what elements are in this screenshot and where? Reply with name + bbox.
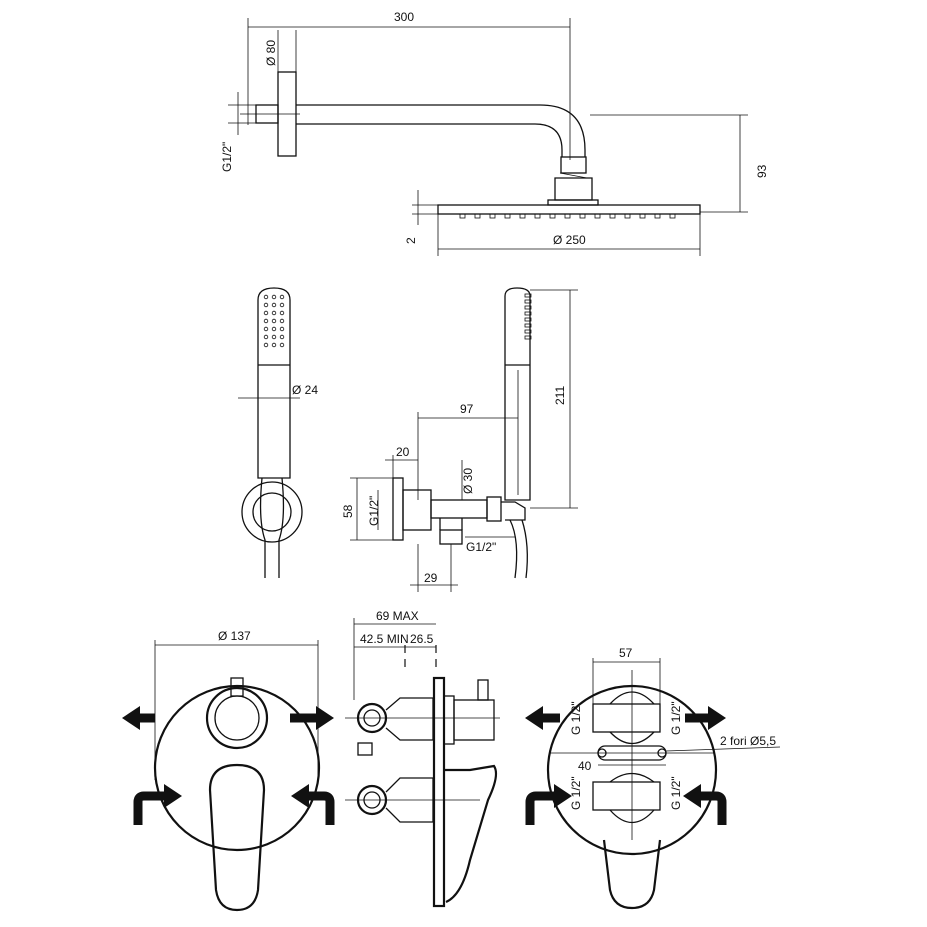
shower-arm — [296, 104, 586, 157]
dim-length: 211 — [553, 386, 567, 405]
inlet-arrow-left — [133, 791, 168, 825]
lever-side — [444, 764, 498, 904]
head-neck — [547, 199, 599, 206]
dim-head-diameter: Ø 250 — [553, 233, 586, 247]
lever-outline — [602, 839, 662, 910]
rosette — [443, 695, 455, 745]
hand-shower-body — [257, 287, 291, 479]
diverter-knob-side — [453, 699, 495, 741]
inlet-arrow-left — [525, 791, 558, 825]
hand-shower-side-body — [504, 287, 531, 501]
port-thread-upper-left: G 1/2" — [569, 701, 583, 735]
dim-height: 93 — [755, 164, 769, 178]
ball-joint — [554, 177, 593, 201]
inlet-arrow-head-icon — [683, 784, 701, 808]
dim-wall-thread: G1/2" — [367, 496, 381, 526]
dim-outlet-thread: G1/2" — [466, 540, 496, 554]
holder-clip — [501, 501, 526, 521]
head-shower-view: 300 Ø 80 G1/2" — [220, 10, 769, 256]
dim-thread: G1/2" — [220, 142, 234, 172]
dim-port-spacing: 57 — [619, 646, 633, 660]
bracket-arm — [430, 499, 488, 519]
leader-line — [665, 746, 781, 752]
dim-bracket-height: 58 — [341, 504, 355, 518]
hand-shower-side-view: 211 97 20 Ø 30 58 G1/2" G1/2" — [341, 287, 578, 592]
hose — [259, 477, 266, 578]
dim-handle-diameter: Ø 24 — [292, 383, 318, 397]
dim-plate-thickness: 2 — [404, 237, 418, 244]
diverter-body — [385, 697, 434, 741]
spray-holes — [263, 294, 285, 348]
inlet-arrow-right — [305, 791, 335, 825]
dim-depth-min: 42.5 MIN — [360, 632, 409, 646]
hose-side — [509, 519, 518, 579]
cover-plate — [153, 684, 321, 852]
bracket-tab — [357, 742, 373, 756]
dim-bracket-width: 20 — [396, 445, 410, 459]
port-thread-lower-right: G 1/2" — [669, 776, 683, 810]
bracket-holder — [486, 496, 502, 522]
nozzles — [459, 213, 676, 219]
diverter-knob-inner — [214, 695, 260, 741]
hose-side — [521, 519, 528, 579]
dim-plate-diameter: Ø 137 — [218, 629, 251, 643]
diverter-knob — [205, 686, 269, 750]
dim-depth-extra: 26.5 — [410, 632, 434, 646]
upper-port-block — [592, 703, 661, 733]
dim-outlet-offset: 29 — [424, 571, 438, 585]
port-thread-upper-right: G 1/2" — [669, 701, 683, 735]
joint-line — [559, 172, 588, 179]
dim-arm-length: 300 — [394, 10, 414, 24]
arrow-head-right-icon — [316, 706, 334, 730]
inlet-arrow-head-icon — [554, 784, 572, 808]
mixer-lever — [208, 763, 266, 912]
outlet-connector — [439, 529, 463, 545]
dim-depth-max: 69 MAX — [376, 609, 419, 623]
knob-lever — [230, 677, 244, 697]
dim-hole-spacing: 40 — [578, 759, 592, 773]
bracket-body — [402, 489, 432, 531]
shower-head-plate — [437, 204, 701, 215]
knob-pin — [477, 679, 489, 701]
wall-flange-side — [392, 477, 404, 541]
dim-projection: 97 — [460, 402, 474, 416]
outlet-neck — [439, 518, 463, 530]
mixer-front-view: Ø 137 — [122, 629, 335, 912]
mixer-back-view: 57 2 fori Ø5,5 40 G 1/2" G 1/2" G 1/2" G… — [525, 646, 781, 910]
spray-holes-side — [524, 293, 532, 340]
mixer-side-view: 69 MAX 42.5 MIN 26.5 — [345, 609, 500, 908]
inlet-arrow-head-icon — [291, 784, 309, 808]
lower-port-block — [592, 781, 661, 811]
arrow-head-left-icon — [525, 706, 543, 730]
cover-plate-side — [432, 676, 446, 908]
inlet-arrow-right — [697, 791, 727, 825]
note-mounting-holes: 2 fori Ø5,5 — [720, 734, 776, 748]
inlet-arrow-head-icon — [164, 784, 182, 808]
dim-outlet-diameter: Ø 30 — [461, 468, 475, 494]
arrow-head-left-icon — [122, 706, 140, 730]
wall-bracket-inner — [252, 492, 292, 532]
arrow-head-right-icon — [708, 706, 726, 730]
hand-shower-front-view: Ø 24 — [238, 287, 318, 578]
hose — [278, 477, 285, 578]
dim-flange-diameter: Ø 80 — [264, 40, 278, 66]
port-thread-lower-left: G 1/2" — [569, 776, 583, 810]
wall-bracket-plate — [241, 481, 303, 543]
arm-connector — [560, 156, 587, 174]
shower-arm — [296, 123, 563, 157]
